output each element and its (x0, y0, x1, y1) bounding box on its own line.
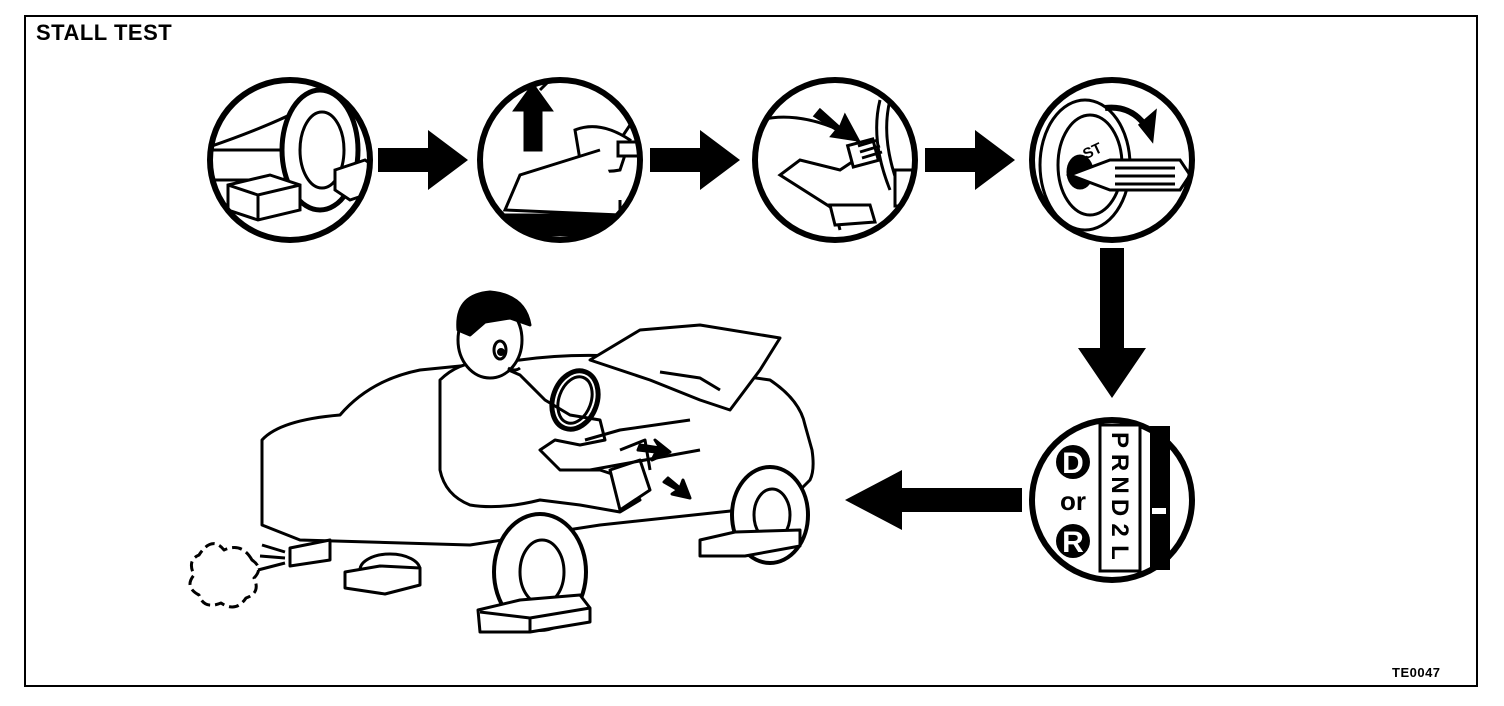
step-4-ignition-key: ST (1029, 77, 1195, 243)
gear-mark-r: R (1106, 454, 1133, 471)
gear-mark-p: P (1106, 432, 1133, 448)
step-1-wheel-chock (207, 77, 373, 243)
gear-option-r: R (1062, 526, 1084, 559)
gear-option-d: D (1062, 447, 1084, 480)
arrow-right-icon (378, 130, 468, 190)
diagram-title: STALL TEST (36, 20, 173, 45)
step-2-parking-brake (477, 77, 643, 243)
gear-mark-n: N (1106, 476, 1133, 493)
arrow-down-icon (1078, 248, 1146, 398)
technician-car-scene (188, 290, 815, 634)
gear-mark-2: 2 (1106, 523, 1133, 536)
arrow-right-icon (925, 130, 1015, 190)
gear-mark-l: L (1106, 545, 1133, 560)
diagram-frame (24, 15, 1478, 687)
ignition-start-label: ST (1080, 140, 1105, 164)
arrow-left-icon (845, 470, 1022, 530)
arrow-right-icon (650, 130, 740, 190)
figure-code: TE0047 (1392, 665, 1441, 680)
gear-mark-d: D (1106, 499, 1133, 516)
step-3-brake-pedal (752, 77, 918, 243)
gear-option-connector: or (1060, 486, 1086, 516)
